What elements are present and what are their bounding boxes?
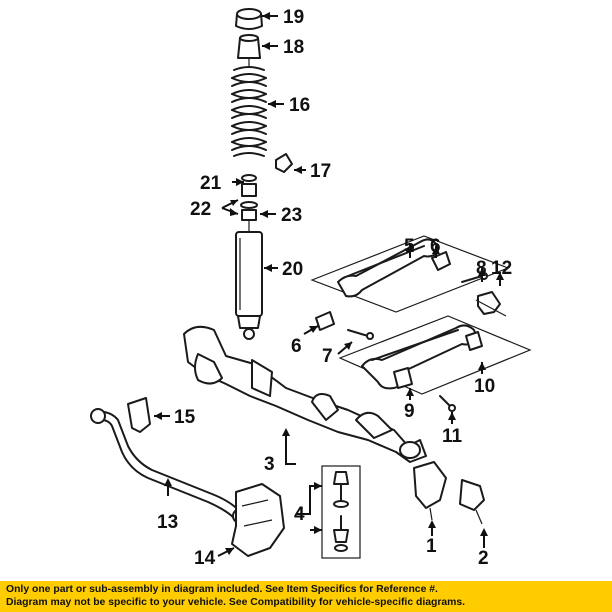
callout-21: 21 <box>200 173 222 194</box>
part-bolt-11 <box>439 395 456 412</box>
callout-arrowheads <box>154 12 504 555</box>
callout-2: 2 <box>478 548 489 569</box>
part-stabilizer-link-kit <box>321 465 361 559</box>
callout-6-lower: 6 <box>291 336 302 357</box>
disclaimer-line-1: Only one part or sub-assembly in diagram… <box>6 584 438 595</box>
callout-20: 20 <box>282 259 303 280</box>
part-axle-bracket <box>231 483 285 557</box>
disclaimer-line-2: Diagram may not be specific to your vehi… <box>6 597 466 608</box>
part-bushings-washers <box>240 174 258 236</box>
part-ball-joint <box>459 479 485 525</box>
callout-11: 11 <box>442 426 463 447</box>
callout-22: 22 <box>190 199 211 220</box>
disclaimer-footer: Only one part or sub-assembly in diagram… <box>0 581 612 612</box>
part-steering-knuckle <box>413 461 447 521</box>
callout-15: 15 <box>174 407 196 428</box>
callout-7: 7 <box>322 346 333 367</box>
part-lower-control-arm <box>338 315 532 395</box>
part-bolt-7 <box>347 329 374 340</box>
callout-14: 14 <box>194 548 216 569</box>
callout-1: 1 <box>426 536 437 557</box>
part-bump-stop <box>237 34 261 66</box>
callout-10: 10 <box>474 376 495 397</box>
part-bracket-12 <box>475 291 507 317</box>
callout-12: 12 <box>491 258 512 279</box>
callout-6-upper: 6 <box>430 236 441 257</box>
callout-3: 3 <box>264 454 275 475</box>
part-axle-beam <box>183 325 427 463</box>
callout-4: 4 <box>294 504 305 525</box>
callout-16: 16 <box>289 95 310 116</box>
callout-23: 23 <box>281 205 302 226</box>
callout-9: 9 <box>404 401 415 422</box>
part-shock-absorber <box>235 231 263 340</box>
part-coil-spring <box>231 66 267 157</box>
callout-13: 13 <box>157 512 178 533</box>
callout-18: 18 <box>283 37 304 58</box>
part-spring-bracket <box>275 153 293 173</box>
callout-8: 8 <box>476 258 487 279</box>
callout-5: 5 <box>404 236 415 257</box>
part-upper-insulator <box>235 8 263 30</box>
callout-19: 19 <box>283 7 304 28</box>
callout-17: 17 <box>310 161 331 182</box>
part-track-bar <box>90 408 248 524</box>
part-control-arm-bushing-lower <box>315 311 335 331</box>
part-track-bar-bracket <box>127 397 151 433</box>
